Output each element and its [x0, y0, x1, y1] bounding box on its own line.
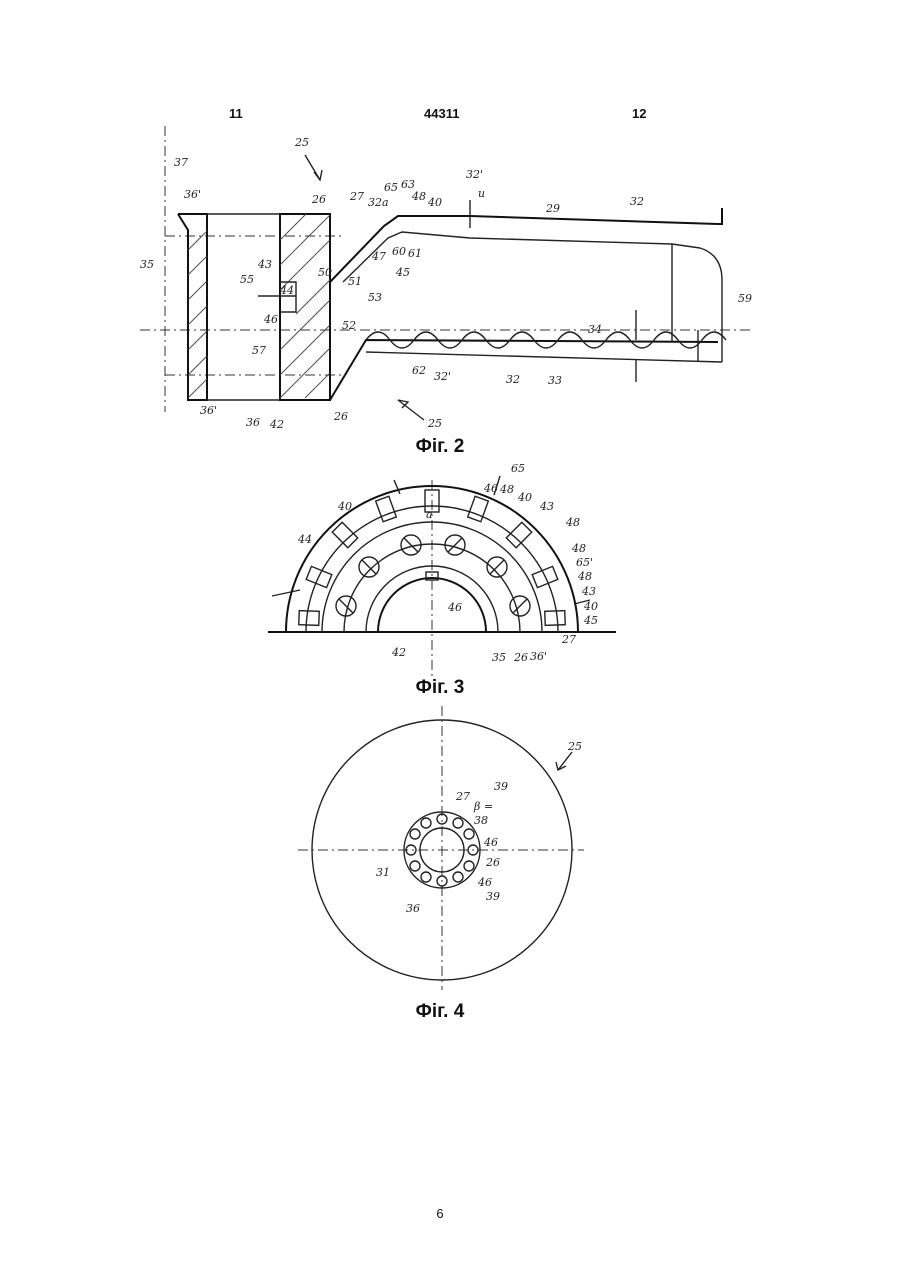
reference-numeral: 65: [511, 462, 525, 475]
figure-3-caption: Фіг. 3: [0, 677, 880, 699]
reference-numeral: 57: [252, 344, 266, 357]
page-number: 6: [0, 1206, 880, 1221]
reference-numeral: 62: [412, 364, 426, 377]
reference-numeral: 40: [583, 600, 598, 613]
reference-numeral: 43: [539, 500, 554, 513]
reference-numeral: 52: [342, 319, 356, 332]
reference-numeral: 32a: [368, 196, 389, 209]
reference-numeral: 26: [333, 410, 348, 423]
reference-numeral: 59: [738, 292, 752, 305]
reference-numeral: 42: [269, 418, 284, 431]
reference-numeral: 33: [548, 374, 562, 387]
reference-numeral: a: [426, 508, 433, 521]
figure-4-caption: Фіг. 4: [0, 1001, 880, 1023]
reference-numeral: 32: [630, 195, 644, 208]
reference-numeral: 39: [486, 890, 500, 903]
reference-numeral: 35: [492, 651, 506, 664]
reference-numeral: 27: [455, 790, 470, 803]
reference-numeral: 39: [494, 780, 508, 793]
figure-2-labels: 3725 36'26 2732a 6563 4840 32'u 2932 354…: [140, 136, 752, 431]
reference-numeral: 46: [483, 482, 498, 495]
reference-numeral: 43: [257, 258, 272, 271]
reference-numeral: 35: [140, 258, 154, 271]
reference-numeral: 38: [474, 814, 488, 827]
reference-numeral: 50: [318, 266, 332, 279]
reference-numeral: 53: [368, 291, 382, 304]
reference-numeral: 46: [483, 836, 498, 849]
reference-numeral: 60: [392, 245, 406, 258]
reference-numeral: 32': [434, 370, 451, 383]
reference-numeral: 55: [240, 273, 254, 286]
reference-numeral: 48: [571, 542, 586, 555]
reference-numeral: 40: [337, 500, 352, 513]
reference-numeral: u: [478, 187, 485, 200]
reference-numeral: 26: [311, 193, 326, 206]
reference-numeral: 37: [174, 156, 188, 169]
reference-numeral: 36: [406, 902, 420, 915]
reference-numeral: 32': [466, 168, 483, 181]
reference-numeral: 46: [263, 313, 278, 326]
figure-2-drawing: 3725 36'26 2732a 6563 4840 32'u 2932 354…: [140, 126, 752, 431]
reference-numeral: 46: [447, 601, 462, 614]
reference-numeral: 61: [408, 247, 422, 260]
reference-numeral: 46: [477, 876, 492, 889]
reference-numeral: 42: [391, 646, 406, 659]
reference-numeral: 45: [395, 266, 410, 279]
reference-numeral: 36: [246, 416, 260, 429]
reference-numeral: 25: [567, 740, 582, 753]
reference-numeral: 36': [530, 650, 547, 663]
reference-numeral: 48: [565, 516, 580, 529]
reference-numeral: 40: [517, 491, 532, 504]
reference-numeral: 27: [561, 633, 576, 646]
reference-numeral: 48: [577, 570, 592, 583]
reference-numeral: 65: [384, 181, 398, 194]
reference-numeral: 65': [576, 556, 593, 569]
reference-numeral: 36': [184, 188, 201, 201]
reference-numeral: 44: [297, 533, 312, 546]
reference-numeral: 40: [427, 196, 442, 209]
reference-numeral: 43: [581, 585, 596, 598]
reference-numeral: β =: [473, 800, 493, 813]
figure-3-labels: 6546 4840 4348 4044 a48 65'48 4340 4546 …: [297, 462, 598, 664]
reference-numeral: 48: [499, 483, 514, 496]
reference-numeral: 25: [427, 417, 442, 430]
reference-numeral: 26: [485, 856, 500, 869]
reference-numeral: 47: [371, 250, 386, 263]
reference-numeral: 32: [506, 373, 520, 386]
reference-numeral: 51: [348, 275, 362, 288]
reference-numeral: 34: [588, 323, 602, 336]
reference-numeral: 31: [376, 866, 390, 879]
reference-numeral: 29: [545, 202, 560, 215]
reference-numeral: 44: [279, 284, 294, 297]
figure-4-labels: 25 39 27β = 38 46 26 31 46 36 39: [376, 740, 582, 915]
reference-numeral: 48: [411, 190, 426, 203]
figure-2-caption: Фіг. 2: [0, 436, 880, 458]
figure-4-drawing: 25 39 27β = 38 46 26 31 46 36 39: [298, 706, 584, 990]
reference-numeral: 27: [349, 190, 364, 203]
reference-numeral: 26: [513, 651, 528, 664]
figure-3-drawing: 6546 4840 4348 4044 a48 65'48 4340 4546 …: [268, 462, 616, 676]
reference-numeral: 25: [294, 136, 309, 149]
reference-numeral: 36': [200, 404, 217, 417]
reference-numeral: 45: [583, 614, 598, 627]
